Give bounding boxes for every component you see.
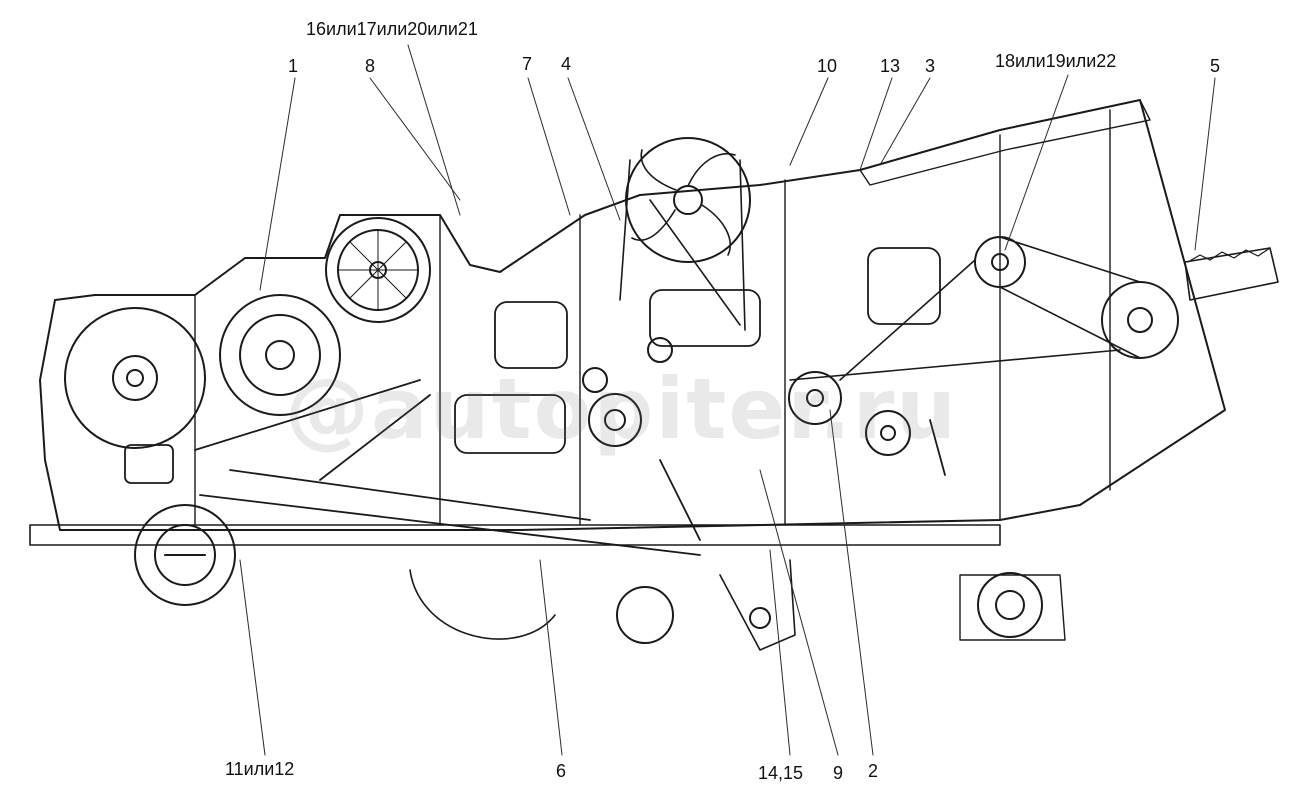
callout-6: 6 xyxy=(556,761,567,781)
gearbox-right xyxy=(959,572,1066,641)
callout-14-15: 14,15 xyxy=(758,763,804,783)
linkage-rods xyxy=(194,379,946,556)
auger-housing xyxy=(409,559,796,651)
idler-pulley-3 xyxy=(788,371,842,425)
machine-body-outline xyxy=(39,99,1226,531)
callout-13: 13 xyxy=(880,56,901,76)
concave-drum xyxy=(582,337,673,447)
callout-1: 1 xyxy=(288,56,299,76)
leader-lines xyxy=(239,44,1216,756)
chute-teeth xyxy=(1187,247,1271,263)
callout-7: 7 xyxy=(522,54,533,74)
callout-16-17-20-21: 16или17или20или21 xyxy=(306,19,478,39)
inspection-hatches xyxy=(124,247,941,484)
vertical-members xyxy=(194,109,1111,526)
gearbox-left xyxy=(134,504,236,606)
callout-4: 4 xyxy=(561,54,572,74)
idler-pulley-2 xyxy=(1101,281,1179,359)
callout-11-12: 11или12 xyxy=(225,759,295,779)
large-drum-left xyxy=(64,307,206,449)
fan-wheel xyxy=(325,217,431,323)
callout-18-19-22: 18или19или22 xyxy=(995,51,1117,71)
callout-8: 8 xyxy=(365,56,376,76)
watermark: @autopiter.ru xyxy=(285,360,958,458)
callout-5: 5 xyxy=(1210,56,1221,76)
frame-beam xyxy=(29,524,1001,546)
callout-3: 3 xyxy=(925,56,936,76)
large-drum-center xyxy=(219,294,341,416)
upper-hopper xyxy=(859,99,1151,186)
callout-2: 2 xyxy=(868,761,879,781)
callout-10: 10 xyxy=(817,56,838,76)
idler-pulley-4 xyxy=(865,410,911,456)
drive-belts xyxy=(619,159,1141,381)
callout-9: 9 xyxy=(833,763,844,783)
spoked-flywheel xyxy=(625,137,751,263)
